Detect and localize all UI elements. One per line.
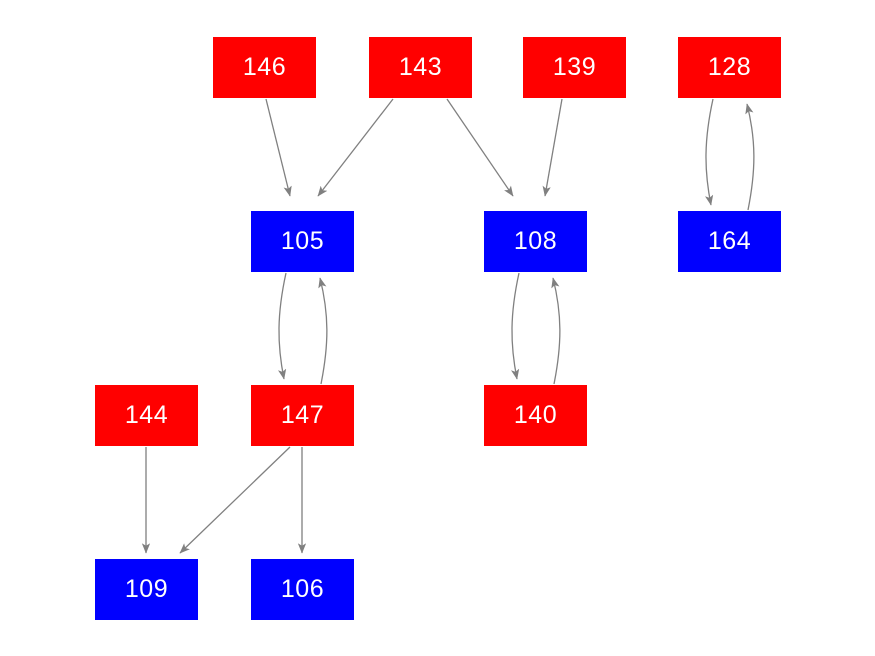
graph-node-164[interactable]: 164 <box>678 211 781 272</box>
graph-node-label: 139 <box>552 53 597 81</box>
graph-node-128[interactable]: 128 <box>678 37 781 98</box>
graph-node-139[interactable]: 139 <box>523 37 626 98</box>
graph-edge-147-to-109 <box>179 446 291 554</box>
graph-edge-146-to-105 <box>265 98 292 197</box>
graph-node-label: 106 <box>280 575 325 603</box>
graph-node-label: 144 <box>124 401 169 429</box>
graph-node-label: 143 <box>398 53 443 81</box>
graph-edge-140-to-108 <box>551 277 561 385</box>
graph-node-label: 108 <box>513 227 558 255</box>
graph-node-label: 109 <box>124 575 169 603</box>
edge-group <box>141 98 755 554</box>
graph-edge-105-to-147 <box>278 272 287 380</box>
graph-node-label: 147 <box>280 401 325 429</box>
graph-node-105[interactable]: 105 <box>251 211 354 272</box>
graph-node-144[interactable]: 144 <box>95 385 198 446</box>
graph-edge-139-to-108 <box>542 98 563 197</box>
graph-node-label: 128 <box>707 53 752 81</box>
graph-edge-147-to-105 <box>318 277 328 385</box>
graph-node-106[interactable]: 106 <box>251 559 354 620</box>
graph-node-label: 164 <box>707 227 752 255</box>
graph-node-label: 105 <box>280 227 325 255</box>
graph-edge-143-to-108 <box>446 98 514 197</box>
graph-node-108[interactable]: 108 <box>484 211 587 272</box>
graph-node-109[interactable]: 109 <box>95 559 198 620</box>
graph-node-140[interactable]: 140 <box>484 385 587 446</box>
graph-edge-164-to-128 <box>745 103 755 211</box>
graph-node-label: 140 <box>513 401 558 429</box>
graph-node-147[interactable]: 147 <box>251 385 354 446</box>
graph-node-143[interactable]: 143 <box>369 37 472 98</box>
graph-node-label: 146 <box>242 53 287 81</box>
graph-edge-108-to-140 <box>511 272 520 380</box>
graph-edge-128-to-164 <box>705 98 714 206</box>
graph-node-146[interactable]: 146 <box>213 37 316 98</box>
graph-edge-143-to-105 <box>317 98 394 197</box>
